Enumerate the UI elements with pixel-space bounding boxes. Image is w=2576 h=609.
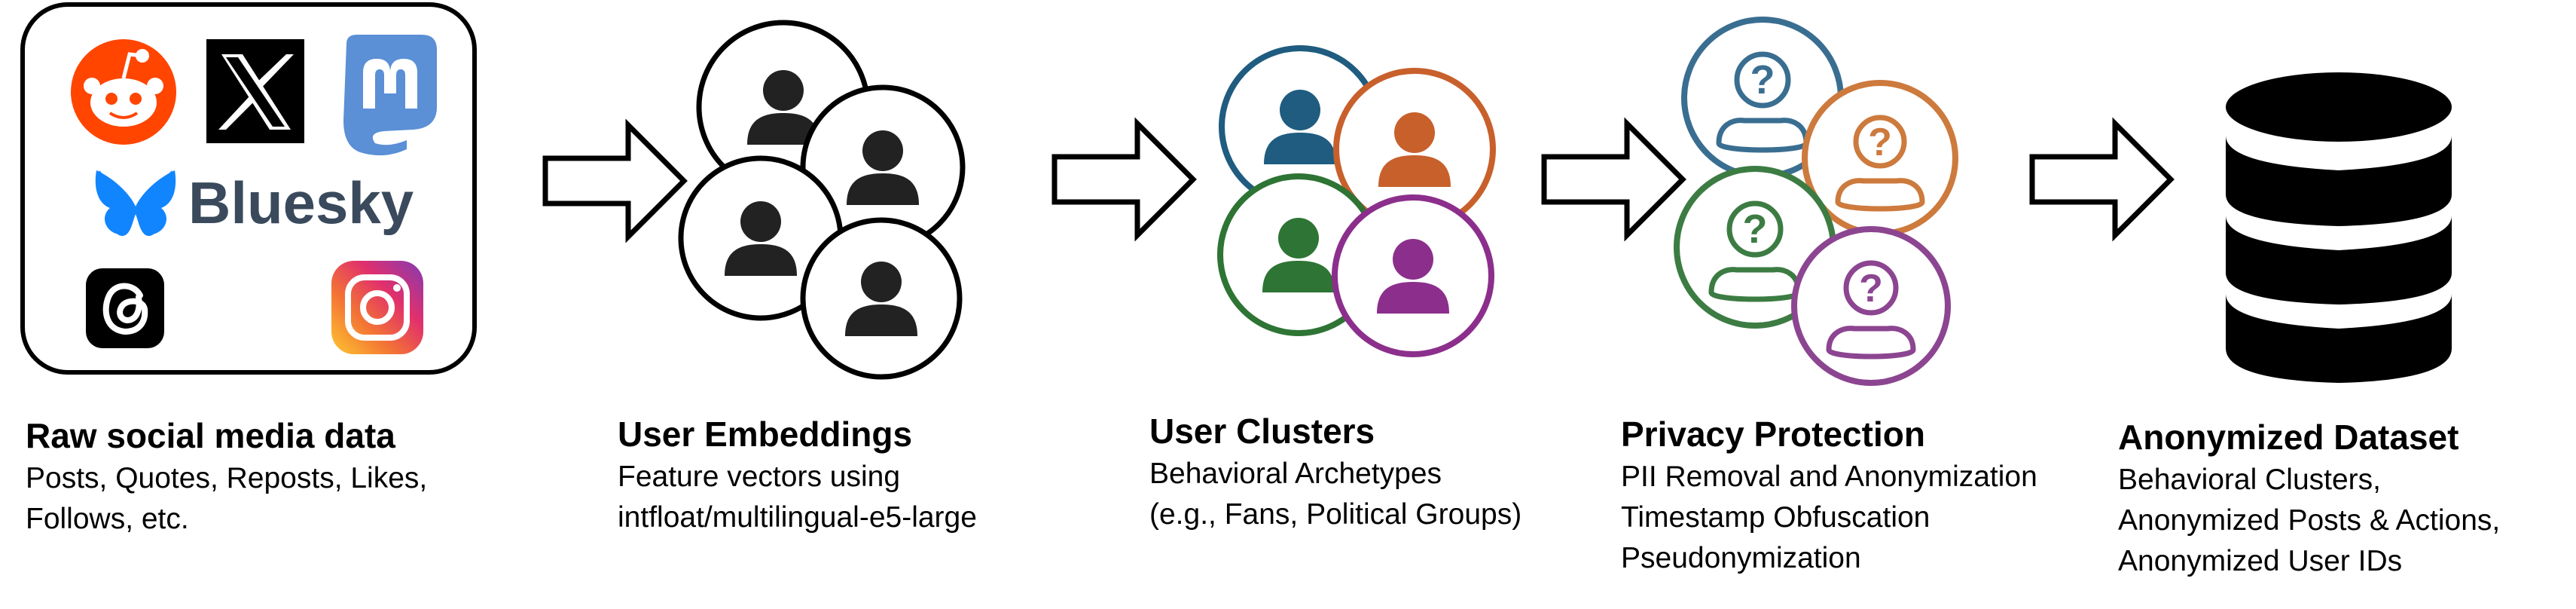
svg-text:?: ? [1750,57,1775,103]
stage-title: Raw social media data [26,416,395,455]
stage-description-line: Follows, etc. [26,503,189,535]
user-embeddings-icon [678,20,966,380]
anonymous-user-orange: ? [1802,80,1958,237]
arrow-1 [542,118,688,243]
bluesky-wordmark: Bluesky [188,170,414,236]
privacy-protection-icon: ? ? ? ? [1674,17,1958,386]
stage-embeddings-caption: User Embeddings Feature vectors using in… [618,412,977,538]
stage-privacy-caption: Privacy Protection PII Removal and Anony… [1621,412,2037,579]
arrow-2 [1051,117,1197,242]
reddit-icon [71,39,176,145]
user-clusters-icon [1217,45,1496,357]
stage-clusters-caption: User Clusters Behavioral Archetypes (e.g… [1149,409,1521,535]
stage-description-line: Timestamp Obfuscation [1621,501,1930,534]
user-avatar-4 [800,217,963,380]
stage-description-line: Anonymized User IDs [2118,545,2403,577]
stage-title: User Embeddings [618,415,913,454]
svg-text:?: ? [1859,267,1883,311]
stage-description-line: Behavioral Clusters, [2118,464,2381,496]
stage-raw-data-caption: Raw social media data Posts, Quotes, Rep… [26,413,427,540]
stage-description-line: Anonymized Posts & Actions, [2118,504,2501,537]
stage-description-line: (e.g., Fans, Political Groups) [1149,498,1522,531]
stage-description-line: intfloat/multilingual-e5-large [618,501,977,534]
stage-description-line: Pseudonymization [1621,542,1861,574]
svg-text:?: ? [1868,121,1892,164]
anonymous-user-purple: ? [1791,226,1951,386]
mastodon-icon [343,35,437,156]
stage-description-line: Feature vectors using [618,461,901,493]
stage-title: Privacy Protection [1621,415,1925,454]
database-icon [2226,72,2452,383]
arrow-3 [1541,117,1686,242]
bluesky-icon [95,170,176,237]
cluster-purple-user [1332,194,1494,357]
stage-description-line: Behavioral Archetypes [1149,458,1442,490]
stage-description-line: PII Removal and Anonymization [1621,461,2037,493]
stage-title: Anonymized Dataset [2118,418,2459,457]
stage-description-line: Posts, Quotes, Reposts, Likes, [26,462,428,494]
stage-dataset-caption: Anonymized Dataset Behavioral Clusters, … [2118,415,2500,582]
arrow-4 [2029,117,2175,242]
platforms-box: Bluesky [20,2,477,375]
x-icon [206,39,304,143]
anonymous-user-blue: ? [1681,17,1844,179]
instagram-icon [331,261,423,354]
stage-title: User Clusters [1149,412,1375,451]
svg-text:?: ? [1743,207,1768,252]
threads-icon [86,268,164,348]
